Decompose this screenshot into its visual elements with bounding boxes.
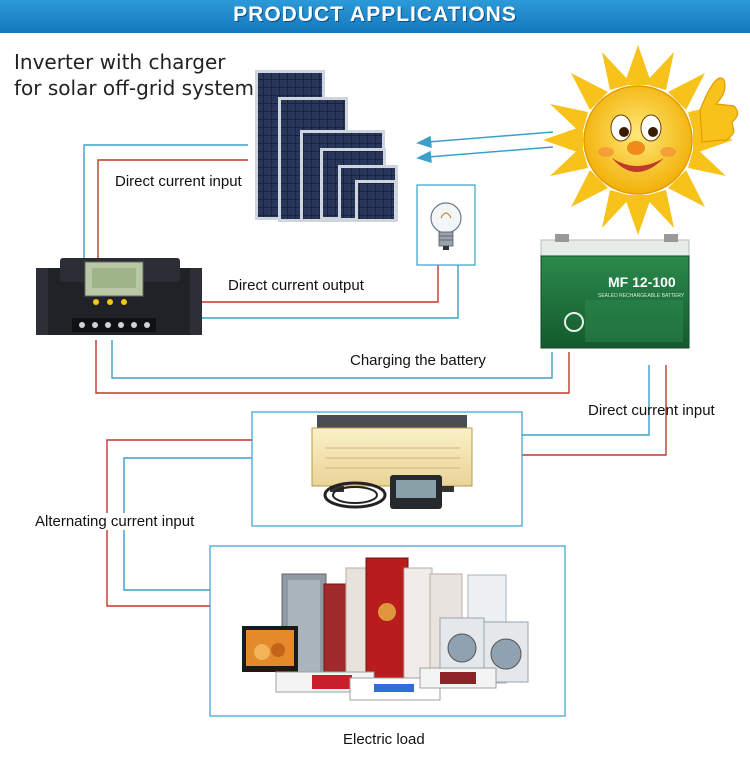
solar-panel-icon	[255, 70, 398, 222]
sun-icon	[543, 45, 739, 235]
label-dc-output: Direct current output	[228, 277, 364, 294]
bulb-frame	[416, 184, 476, 266]
label-dc-input-top: Direct current input	[115, 173, 242, 190]
battery-subtitle-label: SEALED RECHARGEABLE BATTERY	[598, 293, 685, 299]
diagram-headline: Inverter with charger for solar off-grid…	[14, 49, 254, 101]
wire-controller-to-bulb-red	[200, 265, 439, 303]
inverter-icon	[311, 415, 473, 509]
battery-icon	[540, 234, 690, 349]
wire-panel-to-controller-blue	[83, 144, 248, 262]
appliances-icon	[242, 557, 529, 701]
wire-controller-to-battery-red	[95, 340, 570, 394]
wire-controller-to-bulb-blue	[200, 265, 459, 319]
charge-controller-icon	[36, 258, 202, 335]
wire-battery-to-inverter-red	[522, 365, 667, 456]
label-dc-input-right: Direct current input	[588, 402, 715, 419]
red-wires	[95, 159, 667, 607]
blue-wires	[83, 144, 650, 591]
load-frame	[209, 545, 566, 717]
label-charging-battery: Charging the battery	[350, 352, 486, 369]
wire-battery-to-inverter-blue	[522, 365, 650, 436]
headline-line-2: for solar off-grid system	[14, 76, 254, 100]
battery-model-label: MF 12-100	[608, 274, 676, 290]
wire-controller-to-battery-blue	[111, 340, 553, 379]
headline-line-1: Inverter with charger	[14, 50, 226, 74]
sunlight-arrows	[415, 131, 554, 164]
banner-title: PRODUCT APPLICATIONS	[233, 3, 517, 26]
inverter-frame	[251, 411, 523, 527]
light-bulb-icon	[430, 202, 462, 250]
label-ac-input: Alternating current input	[33, 513, 197, 530]
wire-panel-to-controller-red	[97, 159, 248, 262]
banner	[0, 0, 750, 33]
label-electric-load: Electric load	[343, 731, 425, 748]
